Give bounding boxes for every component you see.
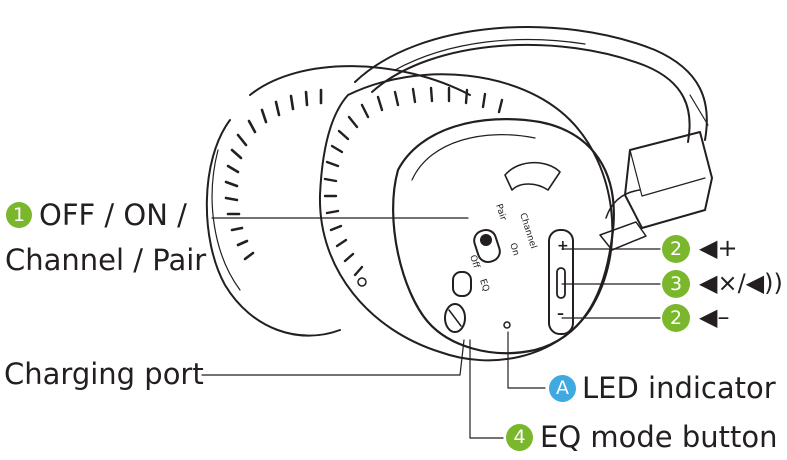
pair-label: Pair xyxy=(493,203,508,222)
callout-badge-4: 4 xyxy=(506,424,533,451)
callout-badge-1: 1 xyxy=(6,202,32,228)
headband-slider xyxy=(599,131,713,251)
volume-plus-label: + xyxy=(557,238,569,254)
earcup-plate xyxy=(392,118,615,355)
speaker-minus-icon: ◀– xyxy=(699,303,730,331)
off-label: Off xyxy=(467,254,481,270)
channel-label: Channel xyxy=(517,212,538,250)
led-indicator-label: LED indicator xyxy=(582,371,776,405)
volume-rocker xyxy=(548,229,574,335)
eq-button xyxy=(452,271,472,297)
eq-label: EQ xyxy=(477,278,490,293)
front-cushion xyxy=(318,73,614,362)
charging-port-shape xyxy=(444,303,466,333)
rear-earcup xyxy=(205,65,471,337)
volume-minus-label: – xyxy=(557,306,564,322)
led-dot xyxy=(503,321,511,329)
mute-toggle-icon: ◀×/◀)) xyxy=(699,269,783,297)
callout-badge-3: 3 xyxy=(662,270,690,298)
callout-badge-2-plus: 2 xyxy=(662,235,690,263)
leader-lines xyxy=(201,217,661,439)
eq-mode-button-label: EQ mode button xyxy=(540,420,778,454)
power-callout-line1: OFF / ON / xyxy=(39,198,187,232)
speaker-plus-icon: ◀+ xyxy=(699,234,738,262)
charging-port-label: Charging port xyxy=(4,357,204,391)
on-label: On xyxy=(507,242,520,257)
callout-badge-a: A xyxy=(549,375,576,402)
power-callout-line2: Channel / Pair xyxy=(5,243,207,277)
power-slide-switch xyxy=(473,228,501,264)
callout-badge-2-minus: 2 xyxy=(662,304,690,332)
headband xyxy=(354,26,709,143)
